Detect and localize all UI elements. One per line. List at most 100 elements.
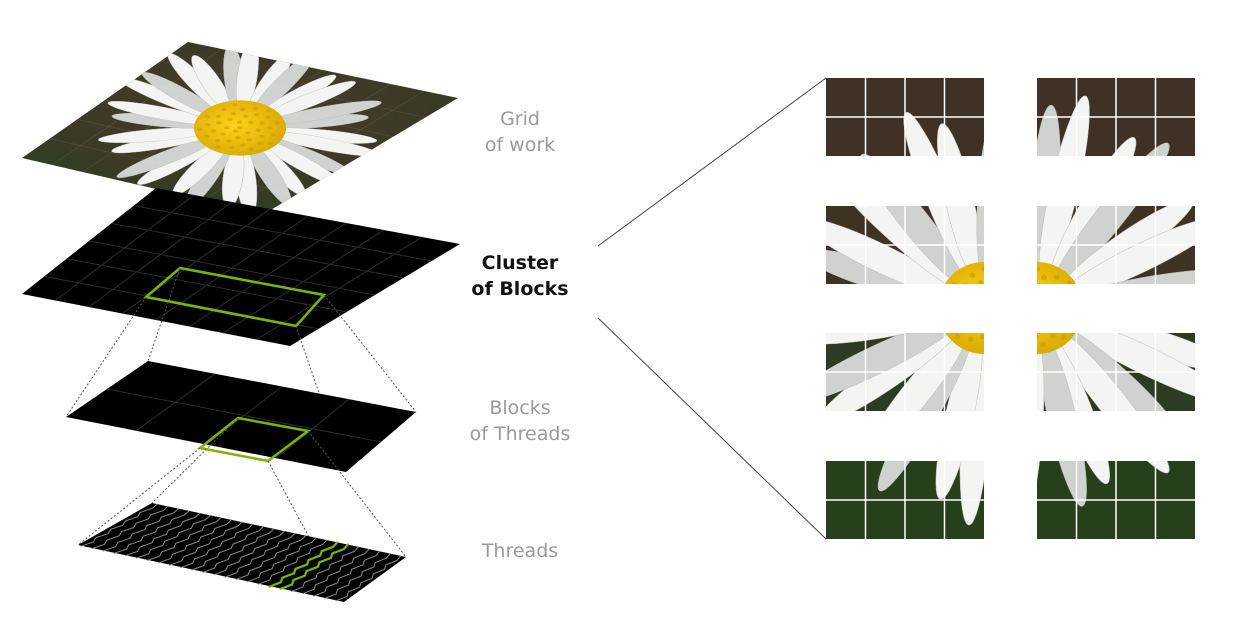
grid-line xyxy=(51,48,223,166)
thread xyxy=(113,510,190,554)
grid-line xyxy=(112,62,290,180)
petal xyxy=(774,294,957,322)
petal xyxy=(1038,461,1087,507)
petal xyxy=(1052,206,1170,284)
grid-of-work-label: Grid of work xyxy=(440,106,600,158)
thread xyxy=(291,546,359,592)
petal xyxy=(774,294,957,322)
petal xyxy=(827,294,1010,322)
blocks-of-threads-layer xyxy=(66,361,416,472)
grid-line xyxy=(142,69,324,187)
thread xyxy=(335,555,402,602)
flower-center xyxy=(944,262,984,284)
cluster-tile-r2-c0 xyxy=(774,93,1174,510)
petal xyxy=(976,93,1046,284)
cluster-of-blocks-layer xyxy=(22,188,460,346)
thread xyxy=(80,503,158,547)
cluster-tile-r1-c0 xyxy=(774,93,1174,322)
threads-label: Threads xyxy=(440,538,600,564)
petal xyxy=(1044,461,1110,485)
petal xyxy=(827,294,1010,322)
petal xyxy=(1052,142,1170,156)
petal xyxy=(1012,294,1174,322)
thread xyxy=(202,528,275,573)
petal xyxy=(860,206,969,284)
cluster-tiles xyxy=(774,78,1227,539)
grid-line xyxy=(203,83,391,201)
petal xyxy=(774,294,957,322)
petal xyxy=(980,332,1045,503)
cluster-label-line1: Cluster xyxy=(481,252,559,274)
petal xyxy=(976,332,1042,510)
grid-line xyxy=(160,60,426,118)
thread xyxy=(91,505,169,550)
thread xyxy=(102,508,179,552)
thread xyxy=(224,532,296,578)
petal xyxy=(959,461,984,526)
thread xyxy=(246,537,317,583)
petal xyxy=(774,294,957,322)
cluster-tile-r1-c1 xyxy=(827,206,1227,503)
grid-of-work-layer xyxy=(22,42,458,214)
thread xyxy=(124,512,201,557)
grid-line xyxy=(132,80,394,138)
petal xyxy=(981,121,1044,285)
petal xyxy=(827,294,1010,322)
cluster-tile-r0-c0 xyxy=(774,78,1174,510)
daisy-image xyxy=(98,42,382,214)
petal xyxy=(976,93,1046,284)
petal xyxy=(1065,294,1227,322)
petal xyxy=(877,461,973,492)
petal xyxy=(1061,333,1195,405)
thread xyxy=(302,548,370,595)
petal xyxy=(981,121,1044,285)
petal xyxy=(980,332,1045,503)
petal xyxy=(981,121,1044,285)
thread-highlighted xyxy=(279,543,349,590)
petal xyxy=(826,333,958,345)
petal xyxy=(1012,294,1174,322)
petal xyxy=(937,123,983,156)
grid-line xyxy=(133,205,432,262)
grid-line xyxy=(77,118,329,176)
cluster-tile-r3-c1 xyxy=(827,121,1227,539)
grid-line xyxy=(104,99,362,157)
petal xyxy=(976,93,1046,284)
petal xyxy=(903,112,977,156)
thread xyxy=(158,519,232,564)
cluster-tile-r0-c1 xyxy=(827,78,1227,503)
flower-center xyxy=(1037,262,1077,284)
thread xyxy=(180,523,254,569)
grid-line xyxy=(88,240,376,296)
grid-line xyxy=(66,258,347,313)
grid-line xyxy=(172,76,358,194)
thread xyxy=(235,535,306,580)
grid-label-line1: Grid xyxy=(500,108,540,130)
cluster-tile-r2-c1 xyxy=(827,121,1195,503)
petal xyxy=(1012,294,1174,322)
petal xyxy=(826,333,960,405)
grid-line xyxy=(106,388,382,443)
petal xyxy=(1065,294,1227,322)
petal xyxy=(1012,294,1174,322)
thread xyxy=(169,521,243,566)
thread xyxy=(257,539,328,585)
thread-highlighted xyxy=(268,541,339,588)
grid-line xyxy=(49,138,297,196)
thread xyxy=(191,526,264,571)
blocks-label-line2: of Threads xyxy=(469,423,571,445)
cluster-expansion-lines xyxy=(597,77,827,540)
petal xyxy=(827,294,1010,322)
petal xyxy=(976,332,1042,510)
petal xyxy=(980,332,1045,503)
cluster-of-blocks-label: Cluster of Blocks xyxy=(440,250,600,302)
threads-layer xyxy=(78,503,406,602)
grid-line xyxy=(111,222,404,279)
petal xyxy=(1065,294,1227,322)
thread xyxy=(147,517,222,561)
thread xyxy=(213,530,285,576)
petal xyxy=(976,93,1046,284)
petal xyxy=(976,332,1042,510)
grid-line xyxy=(82,55,256,173)
